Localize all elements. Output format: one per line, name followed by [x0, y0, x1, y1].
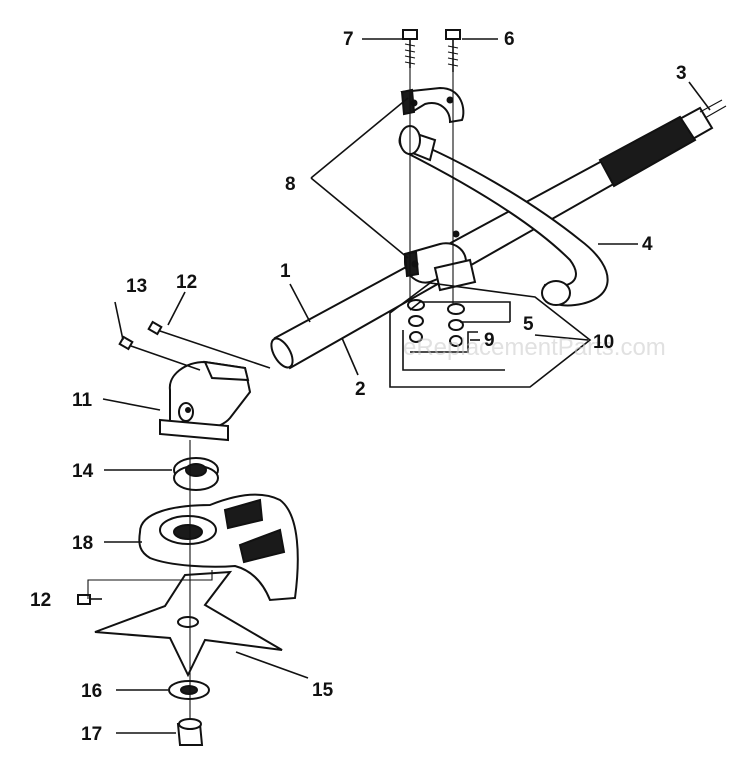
gearhead — [159, 360, 252, 442]
screw-13 — [118, 335, 201, 371]
callout-5: 5 — [523, 314, 534, 335]
callout-4: 4 — [642, 234, 653, 255]
bolt-7 — [402, 29, 418, 68]
screw-12 — [147, 320, 271, 369]
callout-18: 18 — [72, 533, 93, 554]
clamp-upper — [400, 86, 465, 124]
screw-12-lower — [77, 594, 102, 605]
callout-3: 3 — [676, 63, 687, 84]
callout-9: 9 — [484, 330, 495, 351]
callout-12-lower: 12 — [30, 590, 51, 611]
loop-handle — [398, 125, 609, 307]
callout-15: 15 — [312, 680, 334, 701]
callout-14: 14 — [72, 461, 94, 482]
clamp-lower — [403, 230, 477, 292]
cup-washer — [168, 680, 210, 700]
callout-2: 2 — [355, 379, 366, 400]
callout-16: 16 — [81, 681, 102, 702]
callout-13: 13 — [126, 276, 147, 297]
shaft-tube — [270, 99, 727, 370]
hardware-kit-outline — [389, 282, 592, 388]
leader-lines — [102, 38, 711, 734]
bolt-6 — [445, 29, 461, 72]
washers-nuts — [407, 299, 465, 347]
callout-8: 8 — [285, 174, 296, 195]
callout-10: 10 — [593, 332, 614, 353]
blade-nut — [176, 718, 204, 746]
callout-7: 7 — [343, 29, 354, 50]
blade-guard — [138, 493, 299, 602]
callout-11: 11 — [72, 390, 93, 411]
callout-6: 6 — [504, 29, 515, 50]
callout-17: 17 — [81, 724, 102, 745]
callout-1: 1 — [280, 261, 291, 282]
three-tooth-blade — [94, 570, 283, 678]
lower-screw-path — [87, 570, 213, 599]
callout-12-upper: 12 — [176, 272, 197, 293]
bearing — [173, 457, 219, 491]
watermark: eReplacementParts.com — [403, 334, 666, 361]
